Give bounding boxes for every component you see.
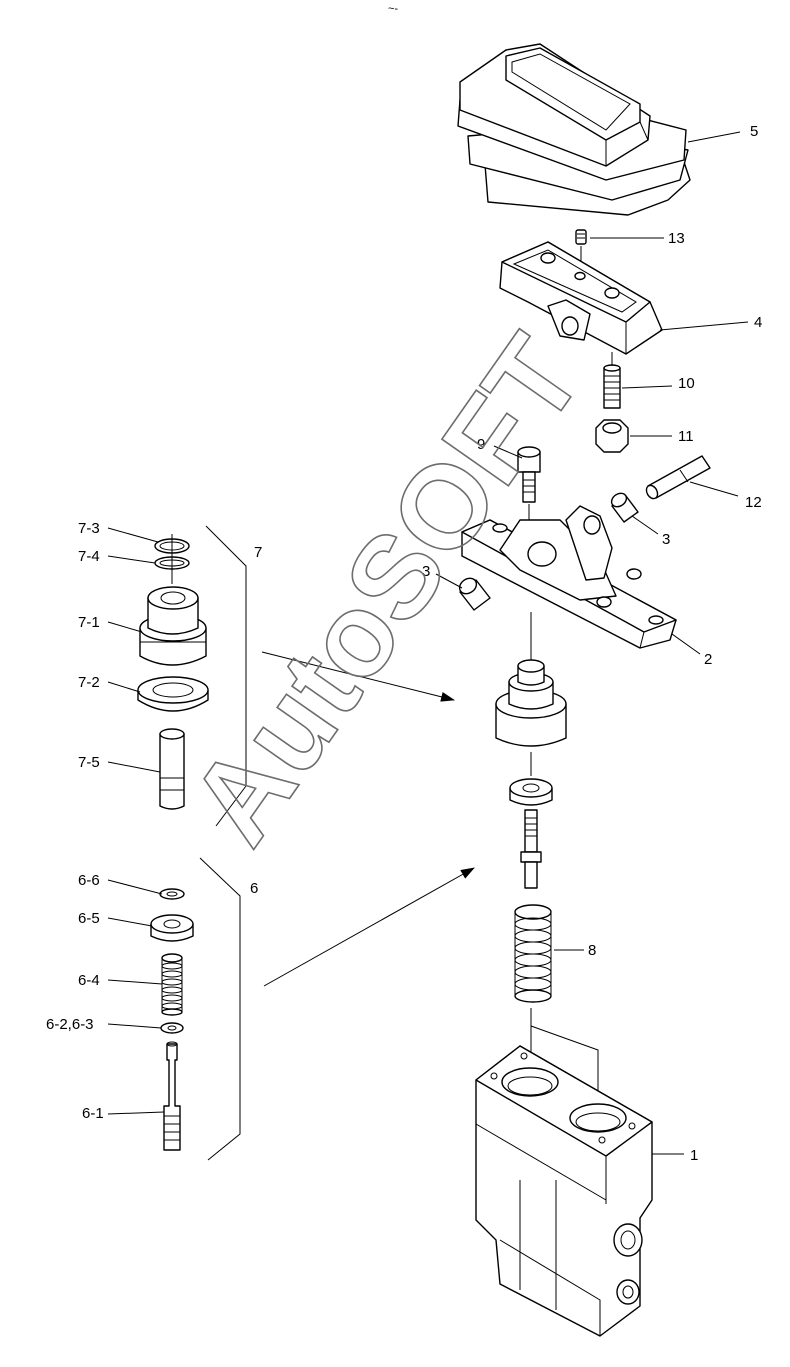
- callout-11: 11: [678, 428, 694, 445]
- leader-lines: [107, 131, 749, 1155]
- group-7-exploded: [137, 534, 209, 810]
- group-6-bracket: [199, 857, 241, 1161]
- part-10-stud: [603, 364, 621, 409]
- callout-5: 5: [750, 123, 758, 140]
- callout-2: 2: [704, 651, 712, 668]
- callout-3-right: 3: [662, 531, 670, 548]
- part-11-nut: [595, 419, 629, 453]
- part-2-base-plate: [461, 505, 677, 649]
- callout-7-4: 7-4: [78, 548, 100, 565]
- part-3-bushing-left: [458, 577, 491, 611]
- callout-12: 12: [745, 494, 762, 511]
- part-4-bracket: [499, 241, 663, 355]
- callout-9: 9: [477, 436, 485, 453]
- part-12-pin: [645, 455, 711, 500]
- callout-13: 13: [668, 230, 685, 247]
- callout-7: 7: [254, 544, 262, 561]
- callout-7-5: 7-5: [78, 754, 100, 771]
- callout-6-4: 6-4: [78, 972, 100, 989]
- callout-10: 10: [678, 375, 695, 392]
- callout-6-1: 6-1: [82, 1105, 104, 1122]
- callout-7-3: 7-3: [78, 520, 100, 537]
- callout-3-left: 3: [422, 563, 430, 580]
- group-6-arrow: [263, 867, 475, 987]
- callout-6: 6: [250, 880, 258, 897]
- callout-4: 4: [754, 314, 762, 331]
- callout-1: 1: [690, 1147, 698, 1164]
- part-9-cap-screw: [517, 446, 541, 503]
- part-3-bushing-right: [610, 492, 639, 523]
- part-6-plunger-assembled: [509, 778, 553, 889]
- callout-8: 8: [588, 942, 596, 959]
- callout-6-2-6-3: 6-2,6-3: [46, 1016, 94, 1033]
- callout-6-6: 6-6: [78, 872, 100, 889]
- part-13-set-screw: [575, 229, 587, 245]
- part-7-guide-assembled: [495, 659, 567, 747]
- part-8-spring: [514, 904, 552, 1003]
- group-7-bracket: [205, 525, 247, 827]
- group-6-exploded: [150, 888, 194, 1151]
- top-mark: ~-: [388, 3, 398, 15]
- callout-7-1: 7-1: [78, 614, 100, 631]
- part-1-valve-body: [475, 1045, 653, 1337]
- callout-7-2: 7-2: [78, 674, 100, 691]
- group-7-arrow: [261, 651, 455, 702]
- part-5-boot: [457, 43, 691, 216]
- callout-6-5: 6-5: [78, 910, 100, 927]
